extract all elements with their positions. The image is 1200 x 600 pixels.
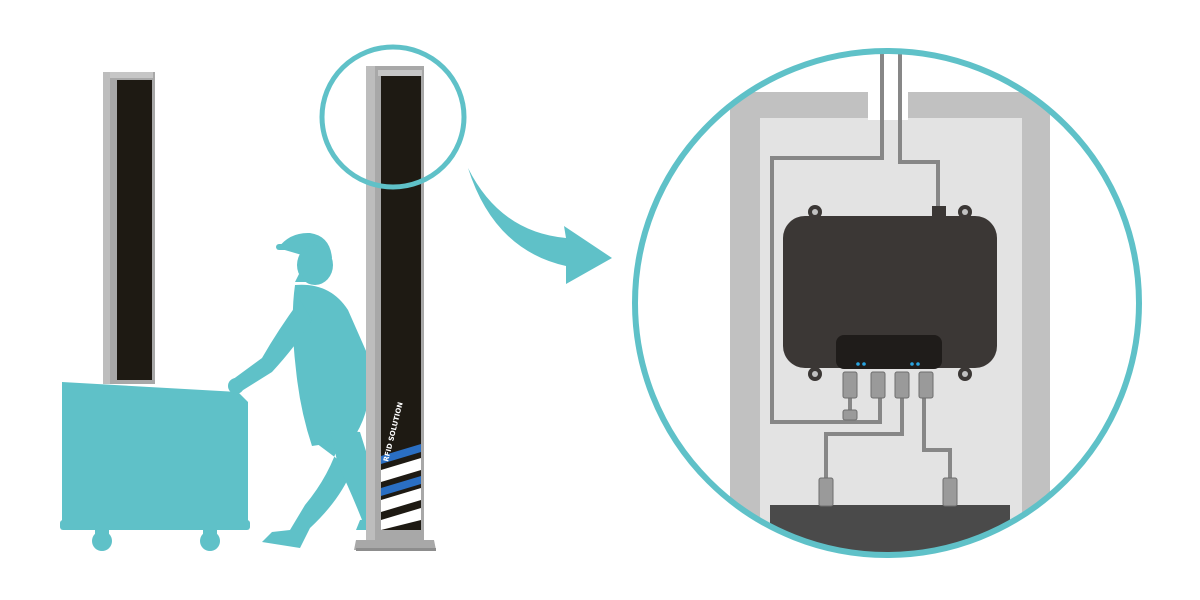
person-pushing-cart-icon	[228, 232, 388, 548]
zoom-circle-outline	[632, 48, 1142, 558]
curved-arrow-icon	[468, 168, 612, 284]
laundry-cart-icon	[60, 382, 250, 551]
gate-stripes	[381, 444, 421, 530]
antenna-connectors	[818, 371, 958, 507]
zoomed-gate-interior	[635, 51, 1139, 555]
rfid-reader-box	[783, 216, 997, 369]
status-leds	[856, 362, 920, 366]
rear-gate-antenna	[103, 72, 155, 384]
reader-cables	[770, 51, 952, 480]
front-gate-antenna: RFID SOLUTION	[354, 66, 436, 551]
magnify-circle-icon	[319, 44, 467, 190]
mounting-screws	[808, 205, 972, 381]
